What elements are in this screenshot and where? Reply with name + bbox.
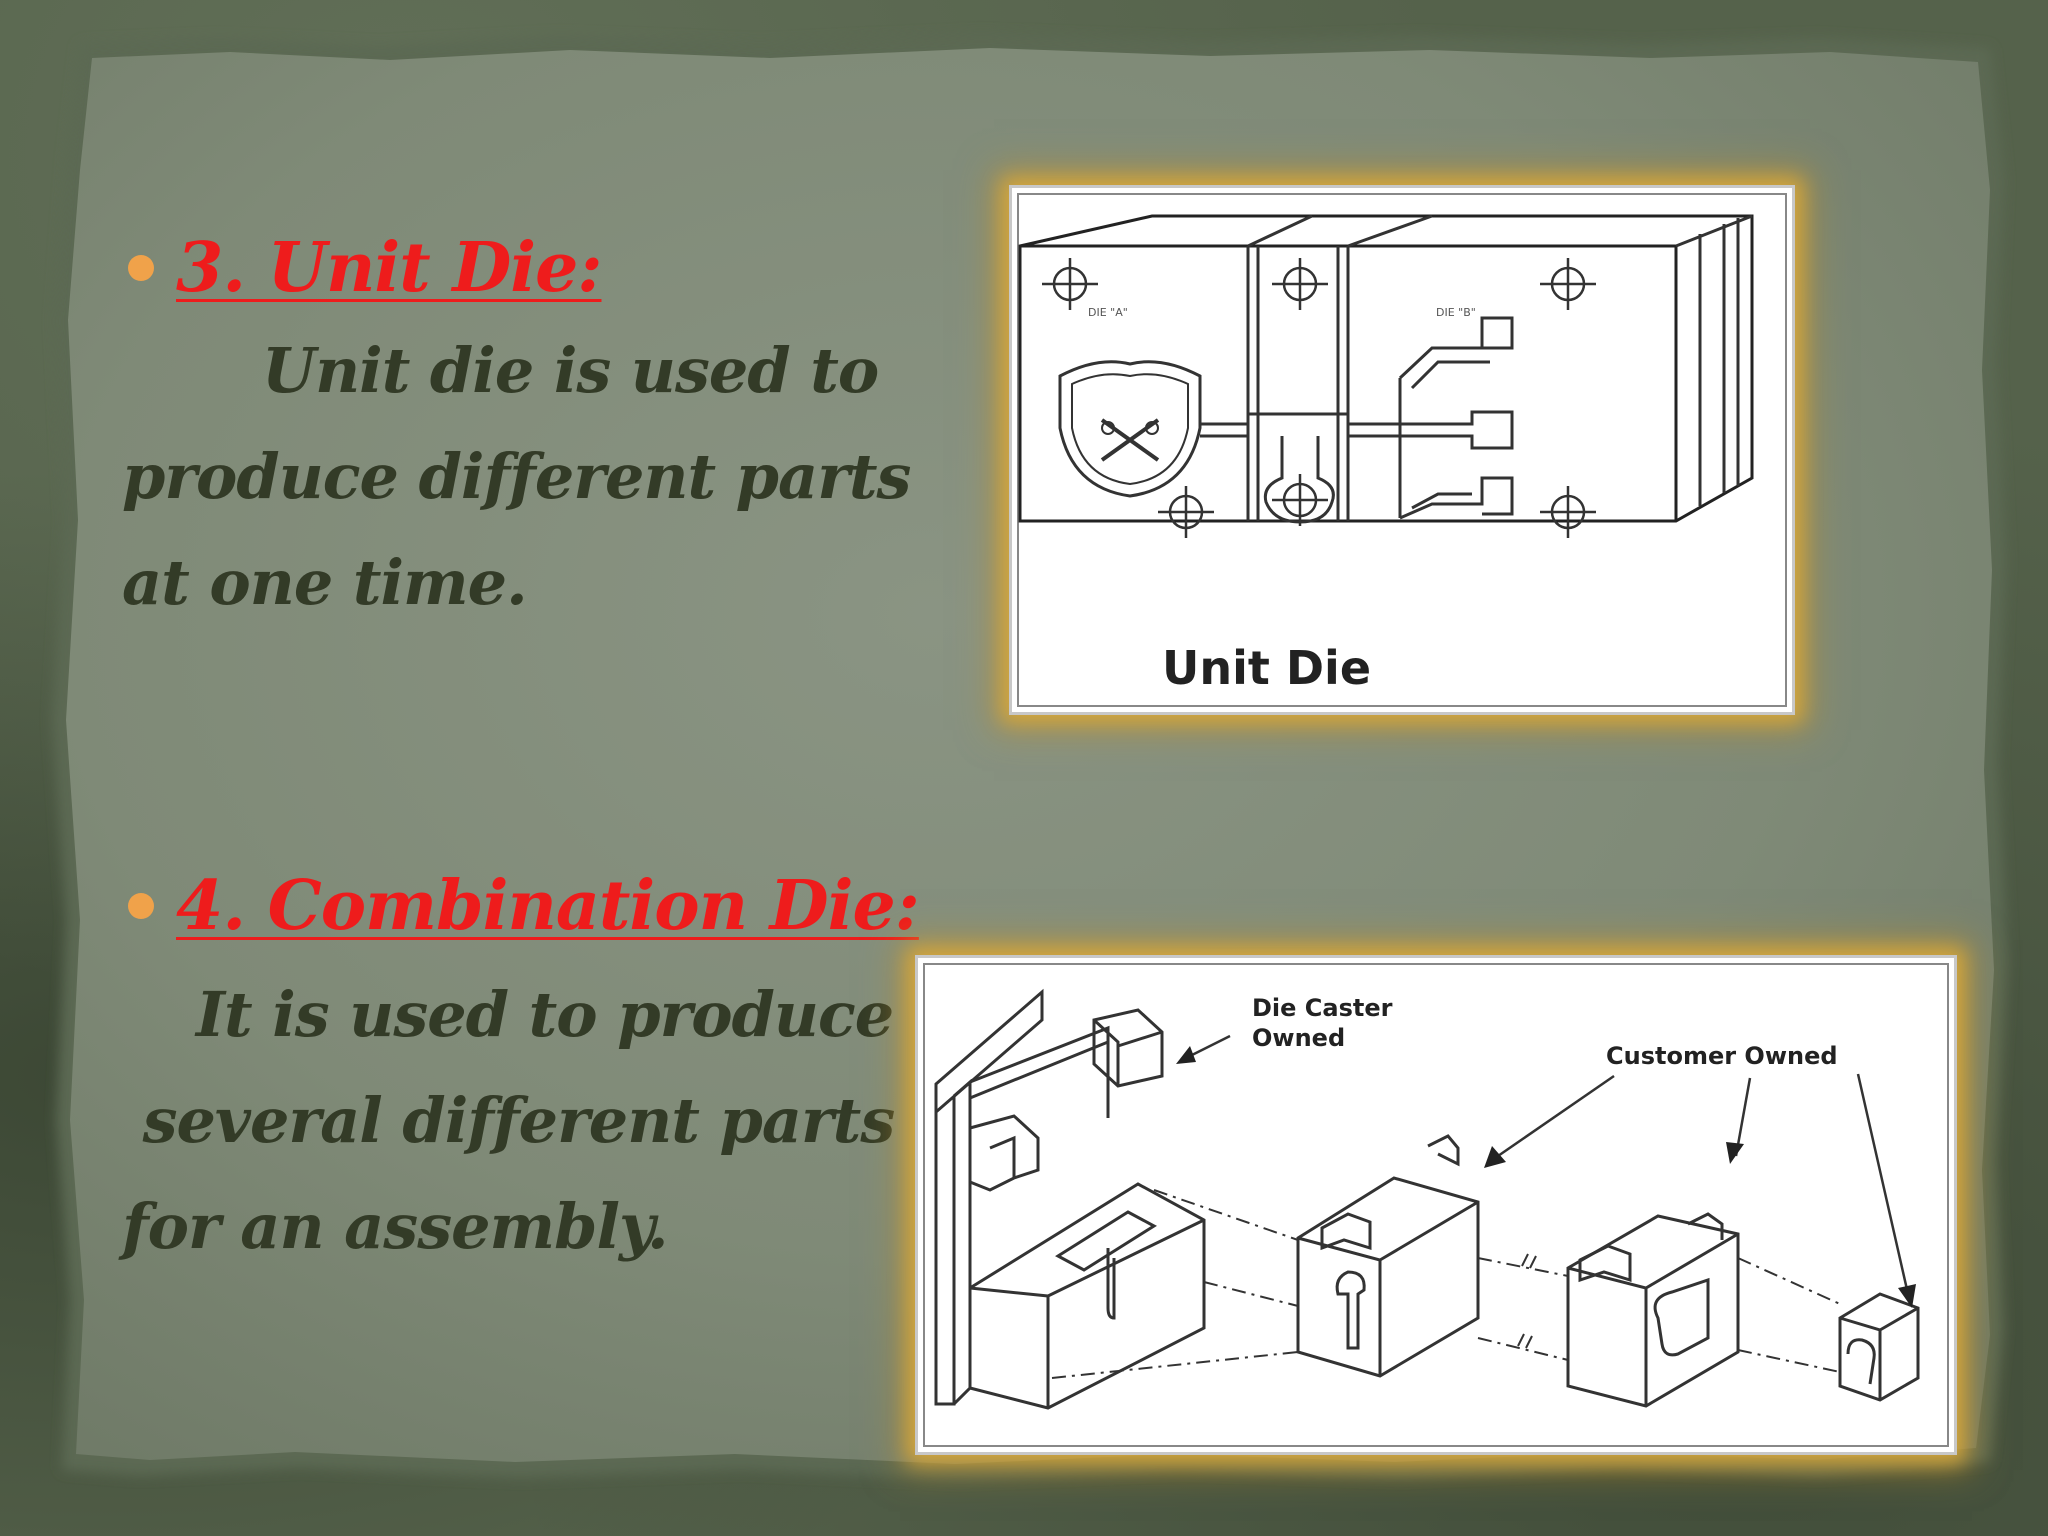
combination-die-diagram: Die Caster Owned Customer Owned	[923, 963, 1949, 1447]
unit-die-caption: Unit Die	[1162, 641, 1371, 695]
combination-die-line-1: It is used to produce	[196, 978, 894, 1051]
unit-die-heading-row: 3. Unit Die:	[128, 228, 602, 308]
bullet-icon	[128, 893, 154, 919]
unit-die-line-3: at one time.	[122, 546, 528, 619]
die-caster-owned-label-1: Die Caster	[1252, 994, 1393, 1022]
combination-die-heading: 4. Combination Die:	[176, 866, 920, 946]
unit-die-line-1: Unit die is used to	[262, 334, 879, 407]
unit-die-diagram: DIE "A" DIE "B" Unit Die	[1017, 193, 1787, 707]
combination-die-heading-row: 4. Combination Die:	[128, 866, 920, 946]
die-a-label: DIE "A"	[1088, 306, 1128, 319]
customer-owned-label: Customer Owned	[1606, 1042, 1838, 1070]
combination-die-line-3: for an assembly.	[122, 1190, 669, 1263]
die-b-label: DIE "B"	[1436, 306, 1476, 319]
combination-die-figure: Die Caster Owned Customer Owned	[918, 958, 1954, 1452]
unit-die-line-2: produce different parts	[122, 440, 911, 513]
die-caster-owned-label-2: Owned	[1252, 1024, 1345, 1052]
combination-die-line-2: several different parts	[122, 1084, 896, 1157]
bullet-icon	[128, 255, 154, 281]
unit-die-heading: 3. Unit Die:	[176, 228, 602, 308]
unit-die-figure: DIE "A" DIE "B" Unit Die	[1012, 188, 1792, 712]
